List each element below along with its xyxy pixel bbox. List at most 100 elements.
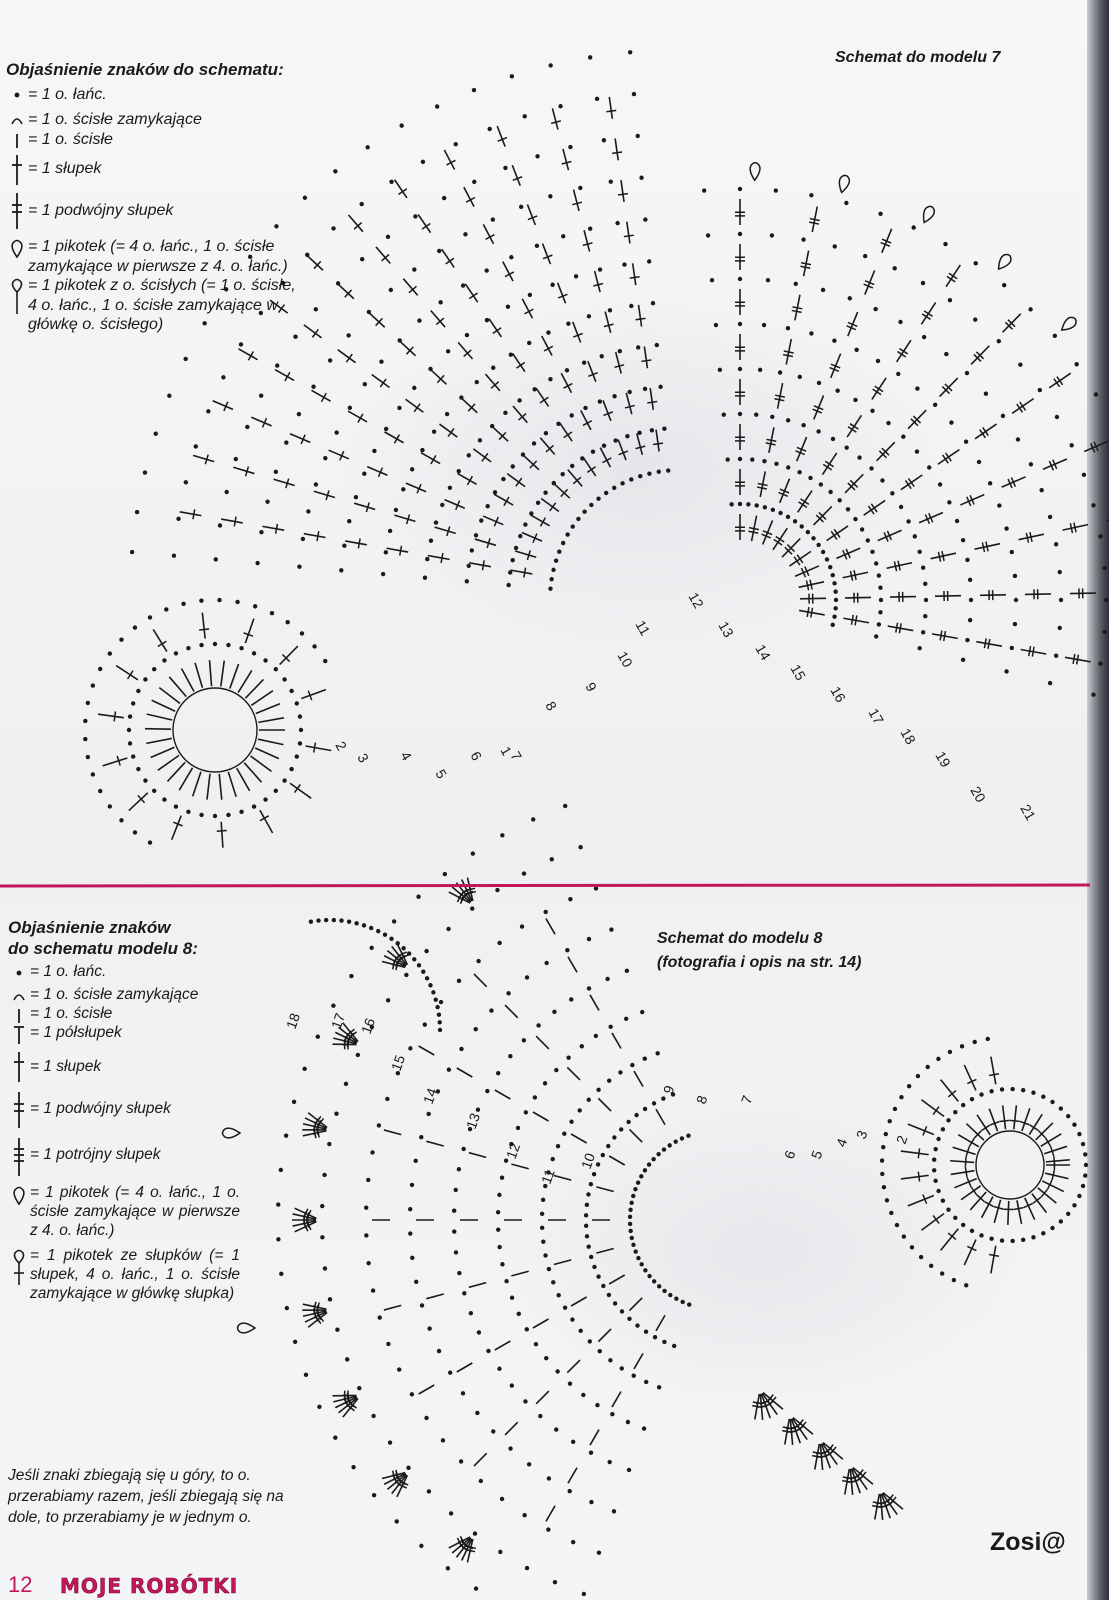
- border-chain: [854, 347, 859, 353]
- fan-chain-row: [474, 379, 479, 385]
- stitch-bar: [320, 392, 328, 403]
- stitch-bar: [845, 548, 851, 559]
- caption-line-1: Schemat do modelu 8: [657, 930, 823, 947]
- stitch-bar: [325, 490, 330, 501]
- fan-chain-row: [597, 267, 603, 272]
- stitch-bar: [603, 411, 614, 417]
- fan-stitch: [522, 454, 540, 471]
- stitch-bar: [244, 466, 250, 477]
- stitch-bar: [518, 413, 527, 421]
- border-chain: [770, 507, 776, 512]
- border-chain: [816, 542, 821, 548]
- fan-stitch: [511, 353, 526, 373]
- fan-stitch: [482, 224, 495, 245]
- stitch-bar: [864, 280, 875, 286]
- stitch-bar: [635, 317, 646, 321]
- fan-chain-row: [646, 259, 652, 264]
- center-outer-chain: [90, 772, 96, 777]
- fan-chain-row: [417, 318, 422, 323]
- fan-chain-row: [399, 123, 404, 128]
- stitch-bar: [563, 431, 573, 439]
- border-chain: [937, 482, 943, 487]
- center-chain: [289, 688, 294, 694]
- fan-stitch: [303, 532, 326, 539]
- center-outer-chain: [147, 615, 153, 620]
- center-round-stitch: [208, 660, 213, 687]
- fan-chain-row: [472, 179, 477, 185]
- stitch-bar: [137, 794, 146, 804]
- fan-chain-row: [513, 545, 519, 551]
- stitch-bar: [774, 398, 785, 402]
- fan-chain-row: [548, 194, 553, 199]
- border-chain: [1013, 597, 1019, 603]
- border-chain: [737, 366, 743, 372]
- fan-chain-row: [397, 405, 402, 411]
- stitch-bar: [455, 500, 461, 511]
- fan-stitch: [457, 341, 474, 360]
- border-chain: [786, 465, 791, 470]
- fan-chain-row: [569, 413, 574, 418]
- center-round-stitch: [146, 713, 173, 721]
- stitch-bar: [393, 434, 401, 444]
- border-chain: [878, 211, 883, 216]
- stitch-bar: [377, 467, 384, 478]
- fan-stitch: [463, 186, 475, 208]
- border-chain: [832, 338, 837, 343]
- fan-stitch: [233, 466, 255, 475]
- border-chain: [809, 331, 814, 336]
- chart-caption-model-8: Schemat do modelu 8 (fotografia i opis n…: [657, 927, 861, 975]
- stitch-bar: [804, 566, 810, 577]
- border-chain: [729, 502, 734, 507]
- border-chain: [932, 402, 938, 408]
- stitch-bar: [614, 364, 625, 369]
- border-chain: [901, 434, 906, 439]
- fan-chain-row: [346, 333, 351, 338]
- border-chain: [754, 503, 759, 508]
- fan-chain-row: [441, 195, 447, 201]
- border-chain: [832, 244, 837, 249]
- border-chain: [828, 489, 833, 495]
- border-chain: [824, 557, 830, 562]
- fan-stitch: [511, 164, 521, 187]
- fan-stitch: [438, 423, 458, 438]
- center-chain: [151, 788, 157, 794]
- border-chain: [965, 557, 970, 563]
- fan-chain-row: [247, 254, 253, 260]
- border-chain: [914, 449, 920, 454]
- border-chain: [1009, 645, 1015, 651]
- center-outer-chain: [85, 700, 91, 706]
- stitch-bar: [445, 257, 455, 265]
- stitch-bar: [765, 442, 776, 446]
- stitch-bar: [805, 580, 810, 591]
- stitch-bar: [1093, 441, 1099, 452]
- center-chain: [162, 658, 167, 663]
- stitch-bar: [523, 567, 527, 578]
- fan-chain-row: [561, 234, 566, 239]
- fan-chain-row: [171, 553, 177, 558]
- stitch-bar: [806, 606, 810, 618]
- center-outer-chain: [107, 804, 113, 809]
- border-chain: [701, 188, 707, 193]
- border-chain: [898, 504, 904, 510]
- stitch-bar: [748, 526, 760, 531]
- border-picot: [838, 174, 851, 194]
- stitch-bar: [216, 829, 227, 832]
- center-outer-stitch: [279, 645, 299, 666]
- picot-stem-icon: [6, 276, 28, 316]
- stitch-bar: [946, 275, 956, 283]
- center-round-stitch: [250, 755, 272, 772]
- fan-stitch: [472, 448, 492, 463]
- stitch-bar: [647, 400, 658, 404]
- fan-chain-row: [627, 389, 632, 395]
- border-chain: [1047, 680, 1053, 686]
- stitch-bar: [756, 486, 768, 490]
- stitch-bar: [624, 404, 635, 409]
- stitch-bar: [813, 405, 824, 411]
- stitch-bar: [440, 552, 444, 564]
- fan-chain-row: [273, 469, 279, 474]
- border-chain: [793, 281, 798, 287]
- border-chain: [967, 617, 973, 623]
- center-round-stitch: [218, 773, 223, 800]
- center-round-stitch: [168, 676, 187, 698]
- fan-stitch: [337, 283, 355, 300]
